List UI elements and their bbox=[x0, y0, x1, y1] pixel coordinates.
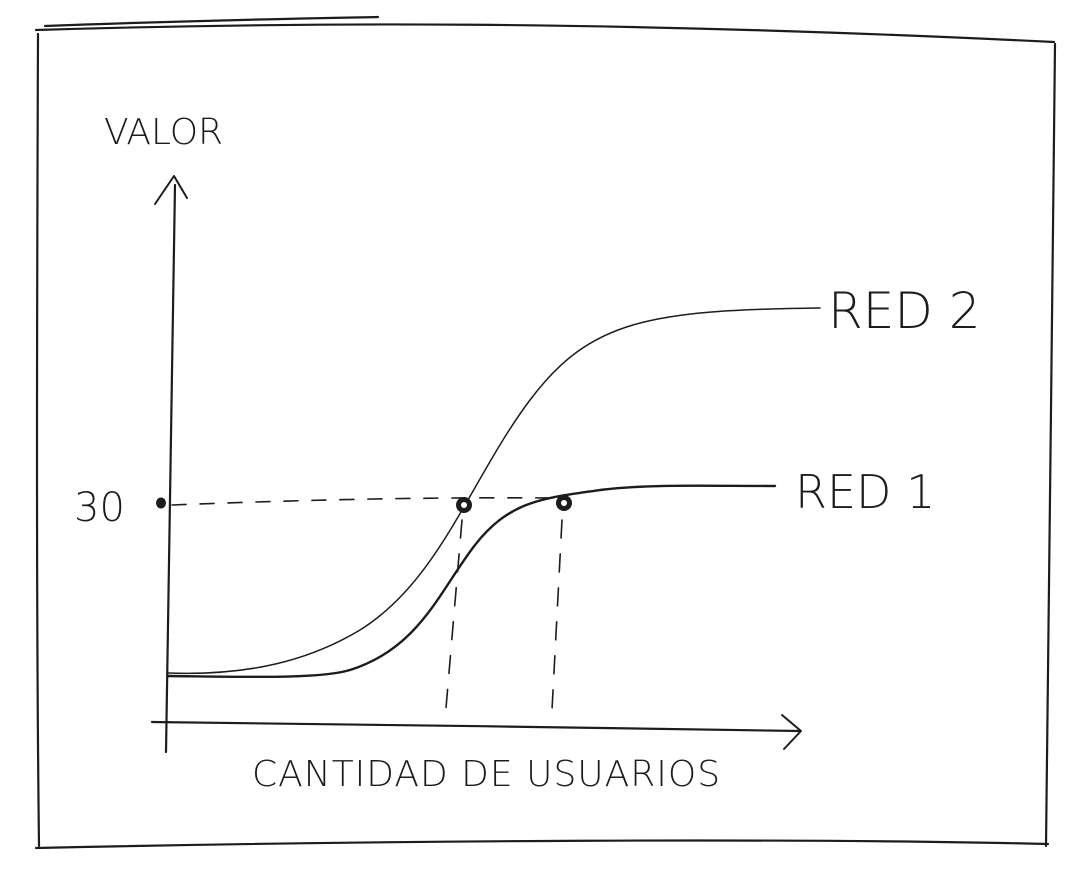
curve-red2-label: RED 2 bbox=[828, 282, 981, 340]
curve-red1 bbox=[166, 484, 777, 679]
x-axis-label: CANTIDAD DE USUARIOS bbox=[252, 754, 721, 795]
curve-red1-label: RED 1 bbox=[795, 465, 935, 519]
drop-line-red2 bbox=[445, 519, 463, 709]
intersection-point-red1 bbox=[556, 495, 572, 511]
y-axis bbox=[154, 175, 188, 754]
reference-line-30 bbox=[171, 497, 556, 506]
y-tick-30: 30 bbox=[74, 485, 125, 531]
frame-border bbox=[34, 15, 1057, 850]
y-axis-label: VALOR bbox=[104, 112, 223, 153]
intersection-point-red2 bbox=[456, 497, 472, 513]
curve-red2 bbox=[167, 307, 821, 675]
x-axis bbox=[150, 714, 802, 750]
y-tick-dot bbox=[156, 497, 166, 509]
drop-line-red1 bbox=[551, 519, 563, 711]
